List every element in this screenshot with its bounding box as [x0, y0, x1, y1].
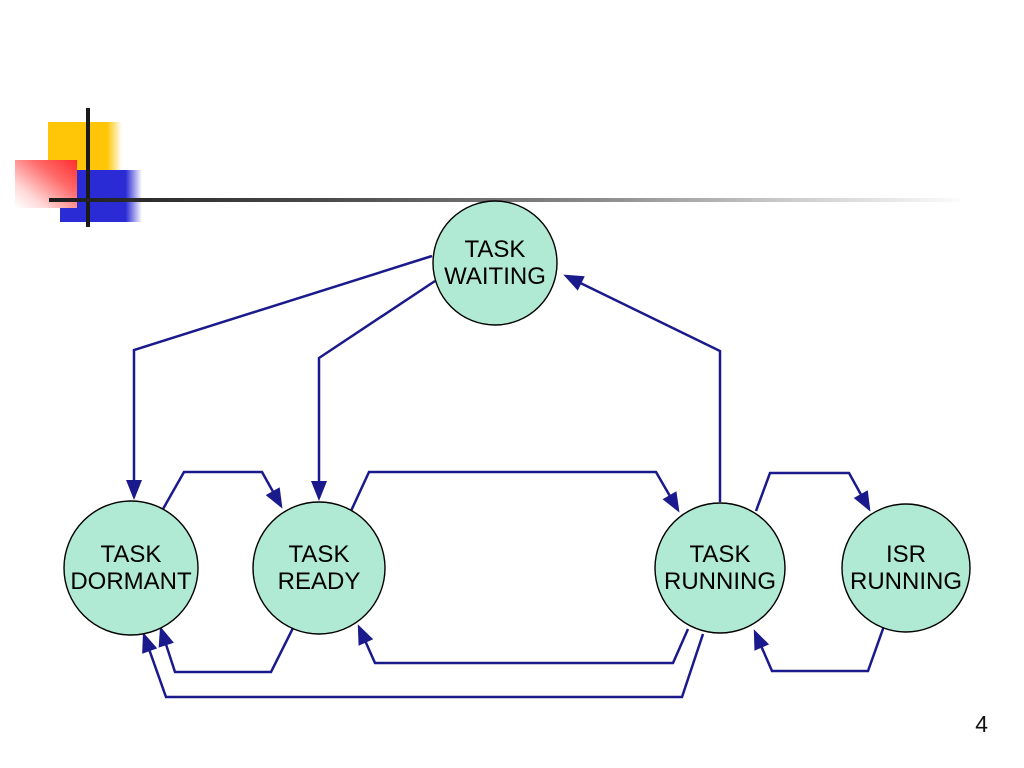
node-task-ready-circle [252, 501, 386, 635]
edge-task-running-to-task-waiting [563, 274, 722, 502]
node-isr-running-label: ISR RUNNING [850, 541, 962, 595]
node-task-running-circle [654, 502, 786, 634]
node-task-waiting-circle [432, 200, 558, 326]
node-label-line: READY [277, 568, 361, 595]
edge-task-ready-to-task-running [349, 470, 680, 513]
node-label-line: ISR [885, 541, 926, 568]
node-label-line: RUNNING [664, 568, 776, 595]
edge-task-waiting-to-task-ready [310, 279, 436, 502]
node-task-waiting-label: TASK WAITING [444, 236, 546, 290]
node-label-line: TASK [288, 541, 350, 568]
page-number: 4 [975, 711, 988, 737]
decoration-vertical-line [86, 108, 90, 227]
node-label-line: TASK [464, 236, 526, 263]
edge-task-running-to-isr-running [754, 471, 871, 512]
node-task-ready-label: TASK READY [278, 541, 361, 595]
node-isr-running-circle [841, 503, 971, 633]
edge-task-running-to-task-dormant [142, 632, 705, 699]
node-label-line: TASK [100, 541, 162, 568]
decoration-horizontal-rule [49, 198, 960, 202]
node-task-dormant-circle [63, 500, 199, 636]
node-label-line: RUNNING [850, 568, 962, 595]
edge-task-running-to-task-ready [357, 624, 690, 665]
node-task-running-label: TASK RUNNING [664, 541, 776, 595]
node-label-line: DORMANT [70, 568, 192, 595]
node-label-line: WAITING [444, 263, 546, 290]
node-task-dormant-label: TASK DORMANT [70, 541, 191, 595]
edge-task-waiting-to-task-dormant [125, 254, 433, 501]
edge-isr-running-to-task-running [753, 625, 886, 673]
edge-task-dormant-to-task-ready [161, 470, 283, 510]
edge-task-ready-to-task-dormant [158, 626, 295, 674]
node-label-line: TASK [689, 541, 751, 568]
